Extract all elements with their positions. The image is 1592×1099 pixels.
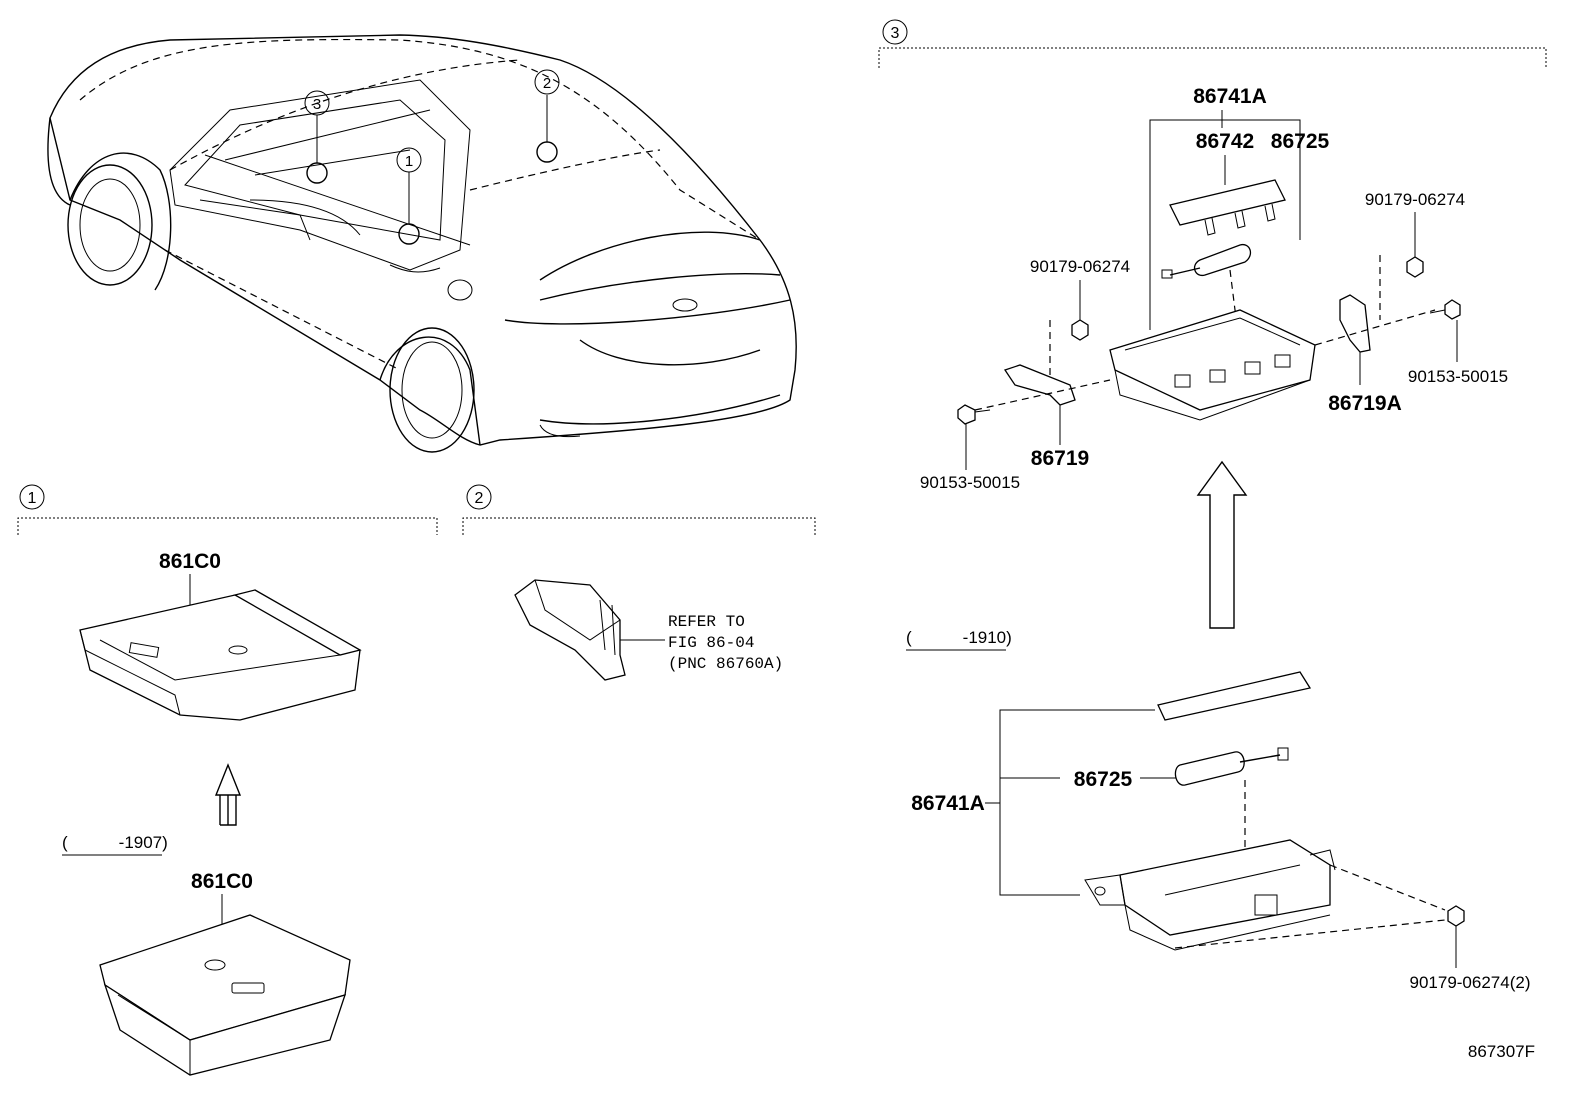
part-90179-right-label: 90179-06274 [1365,190,1465,209]
bracket-86719a [1339,294,1371,353]
section-3-date-range: ( -1910) [906,628,1012,647]
part-90179-left-label: 90179-06274 [1030,257,1130,276]
sensor-bracket-part [514,579,626,681]
section-1-index-circle [19,484,45,510]
cover-part-86742 [1169,179,1286,236]
update-arrow-3 [1196,460,1248,629]
control-unit-bottom [1084,839,1336,951]
antenna-part-86725-top [1161,243,1252,279]
bracket-86719 [1003,364,1076,406]
part-861c0-upper-label: 861C0 [159,550,221,573]
section-3-index: 3 [891,25,900,42]
callout-1-circle [396,147,422,173]
part-86719-label: 86719 [1031,447,1089,470]
part-86741a-top-label: 86741A [1193,85,1267,108]
section-2: 2 REFER TO FIG 86-04 (PNC 86760A) [462,484,816,681]
callout-1-label: 1 [405,153,413,170]
section-2-index: 2 [475,490,484,507]
section-3-index-circle [882,19,908,45]
section-1: 1 861C0 ( -1907) 861C0 [17,484,438,1076]
diagram-id: 867307F [1468,1042,1535,1061]
part-86741a-bottom-label: 86741A [911,792,985,815]
update-arrow-1 [214,763,242,825]
control-unit-top [1109,309,1316,421]
section-1-date-range: ( -1907) [62,833,168,852]
part-86725-top-label: 86725 [1271,130,1330,153]
callout-2-label: 2 [543,75,551,92]
refer-line-3: (PNC 86760A) [668,655,783,673]
callout-2-circle [534,69,560,95]
wireless-charger-lower [99,914,351,1076]
part-90153-left-label: 90153-50015 [920,473,1020,492]
wireless-charger-upper [79,589,362,721]
section-2-index-circle [466,484,492,510]
car-overview: 2 3 1 [47,34,797,453]
section-3: 3 86741A 86742 86725 [878,19,1547,992]
callout-3-label: 3 [313,96,321,113]
callout-3-circle [304,90,330,116]
part-861c0-lower-label: 861C0 [191,870,253,893]
bolt-left [957,404,991,425]
refer-line-1: REFER TO [668,613,745,631]
nut-left [1071,319,1089,341]
cover-part-bottom [1157,671,1312,721]
part-86742-label: 86742 [1196,130,1254,153]
nut-right [1406,256,1424,278]
section-1-index: 1 [28,490,37,507]
part-86725-bottom-label: 86725 [1074,768,1133,791]
antenna-part-86725-bottom [1174,747,1289,786]
part-90179-bottom-label: 90179-06274(2) [1410,973,1531,992]
bolt-right [1429,299,1461,320]
refer-line-2: FIG 86-04 [668,634,754,652]
part-90153-right-label: 90153-50015 [1408,367,1508,386]
part-86719a-label: 86719A [1328,392,1402,415]
nut-bottom [1447,905,1465,927]
